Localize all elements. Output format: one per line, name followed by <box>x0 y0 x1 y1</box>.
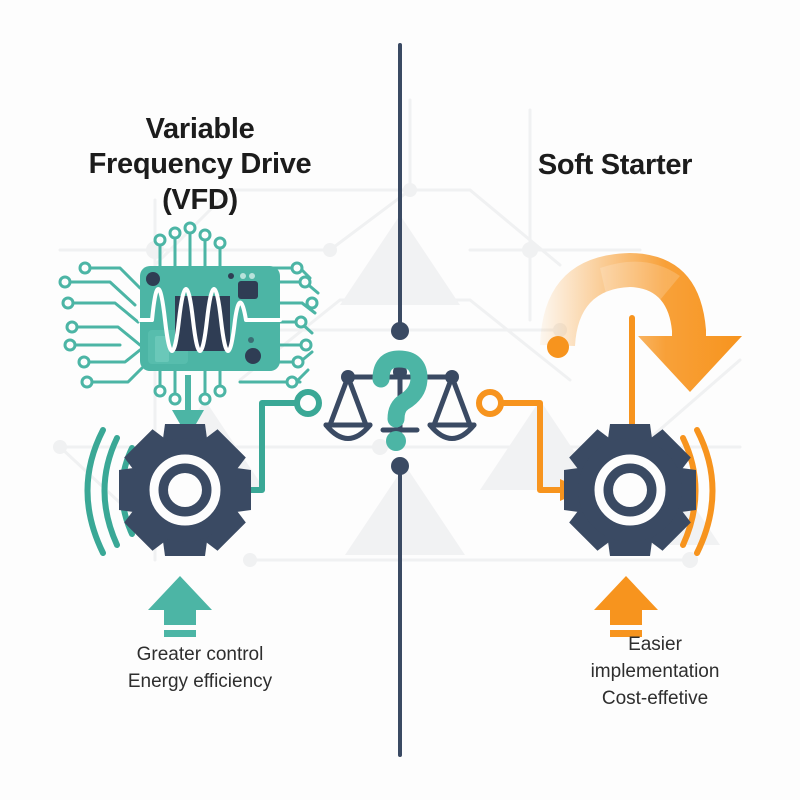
caption-left-line-1: Greater control <box>136 644 264 665</box>
title-left-line-3: (VFD) <box>162 183 238 216</box>
caption-left-line-2: Energy efficiency <box>127 670 273 692</box>
title-left-line-1: Variable <box>145 113 255 145</box>
caption-right-line-3: Cost-effetive <box>601 687 709 709</box>
question-mark-dot <box>386 431 406 451</box>
ramp-start-dot <box>547 336 569 358</box>
curved-ramp-arrow-icon <box>540 253 742 392</box>
arrow-up-icon <box>594 576 658 637</box>
connector-node-right <box>476 389 504 417</box>
arrow-up-icon <box>148 576 212 637</box>
caption-right-line-2: implementation <box>590 660 720 682</box>
gear-icon <box>119 424 251 556</box>
question-mark-icon <box>372 350 428 428</box>
page-title-left: Variable Frequency Drive (VFD) <box>40 112 360 218</box>
gear-icon <box>564 424 696 556</box>
caption-right-line-1: Easier <box>628 634 682 655</box>
caption-left: Greater control Energy efficiency <box>70 642 330 696</box>
connector-line-arrow-icon <box>499 400 565 493</box>
waveform-overlay <box>138 287 282 353</box>
page-title-right: Soft Starter <box>455 148 775 183</box>
connector-node-left <box>294 389 322 417</box>
title-left-line-2: Frequency Drive <box>88 148 312 181</box>
caption-right: Easier implementation Cost-effetive <box>525 632 785 713</box>
vertical-divider <box>391 43 409 757</box>
title-right-line-1: Soft Starter <box>537 149 693 181</box>
